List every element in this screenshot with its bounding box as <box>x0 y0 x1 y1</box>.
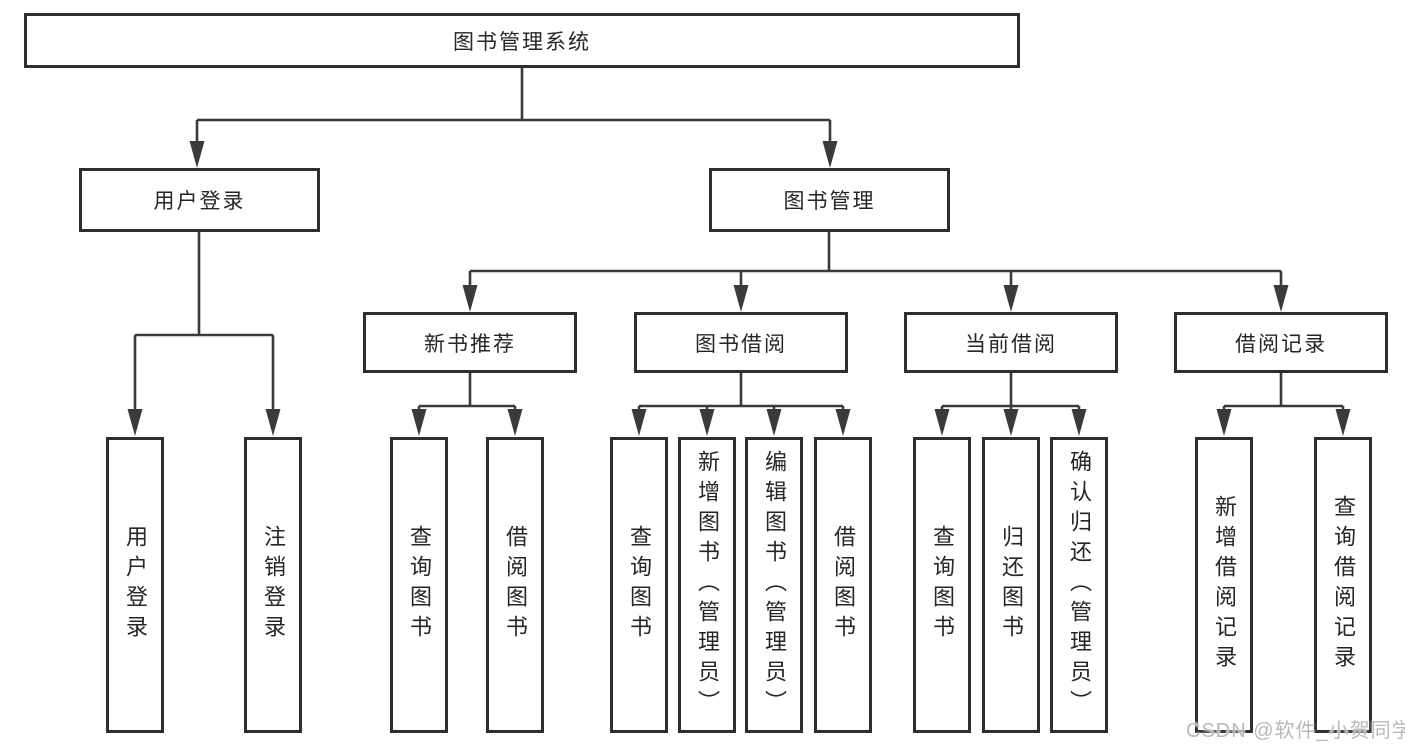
node-label: 新增图书（管理员） <box>695 450 720 720</box>
node-label: 用户登录 <box>153 190 246 213</box>
node-label: 编辑图书（管理员） <box>762 450 787 720</box>
node-label: 查询借阅记录 <box>1331 495 1356 675</box>
node-label: 查询图书 <box>627 525 652 645</box>
csdn-watermark: CSDN @软件_小贺同学 <box>1186 720 1405 742</box>
node-new-book-recommend: 新书推荐 <box>363 312 577 373</box>
node-label: 新增借阅记录 <box>1212 495 1237 675</box>
leaf-query-borrow-record: 查询借阅记录 <box>1314 437 1372 733</box>
node-label: 借阅图书 <box>831 525 856 645</box>
node-book-borrowing: 图书借阅 <box>634 312 848 373</box>
leaf-query-books-current: 查询图书 <box>913 437 971 733</box>
leaf-query-books-borrow: 查询图书 <box>610 437 668 733</box>
node-label: 图书管理系统 <box>453 30 591 54</box>
leaf-add-borrow-record: 新增借阅记录 <box>1195 437 1253 733</box>
leaf-add-books-admin: 新增图书（管理员） <box>678 437 736 733</box>
node-label: 查询图书 <box>930 525 955 645</box>
leaf-user-login: 用户登录 <box>106 437 164 733</box>
node-label: 图书借阅 <box>695 332 787 356</box>
node-book-management: 图书管理 <box>709 168 950 232</box>
node-library-management-system: 图书管理系统 <box>24 13 1020 68</box>
node-label: 图书管理 <box>783 190 876 213</box>
arrowhead-group <box>127 141 1351 436</box>
node-label: 当前借阅 <box>965 332 1057 356</box>
leaf-return-books: 归还图书 <box>982 437 1040 733</box>
leaf-query-books-recommend: 查询图书 <box>390 437 448 733</box>
node-user-login: 用户登录 <box>79 168 320 232</box>
leaf-borrow-books-recommend: 借阅图书 <box>486 437 544 733</box>
node-label: 归还图书 <box>999 525 1024 645</box>
node-borrowing-records: 借阅记录 <box>1174 312 1388 373</box>
node-current-borrowing: 当前借阅 <box>904 312 1118 373</box>
leaf-confirm-return-admin: 确认归还（管理员） <box>1050 437 1108 733</box>
node-label: 确认归还（管理员） <box>1067 450 1092 720</box>
leaf-logout: 注销登录 <box>244 437 302 733</box>
node-label: 借阅图书 <box>503 525 528 645</box>
node-label: 注销登录 <box>261 525 286 645</box>
leaf-edit-books-admin: 编辑图书（管理员） <box>745 437 803 733</box>
node-label: 借阅记录 <box>1235 332 1327 356</box>
node-label: 查询图书 <box>407 525 432 645</box>
leaf-borrow-books: 借阅图书 <box>814 437 872 733</box>
node-label: 新书推荐 <box>424 332 516 356</box>
node-label: 用户登录 <box>123 525 148 645</box>
